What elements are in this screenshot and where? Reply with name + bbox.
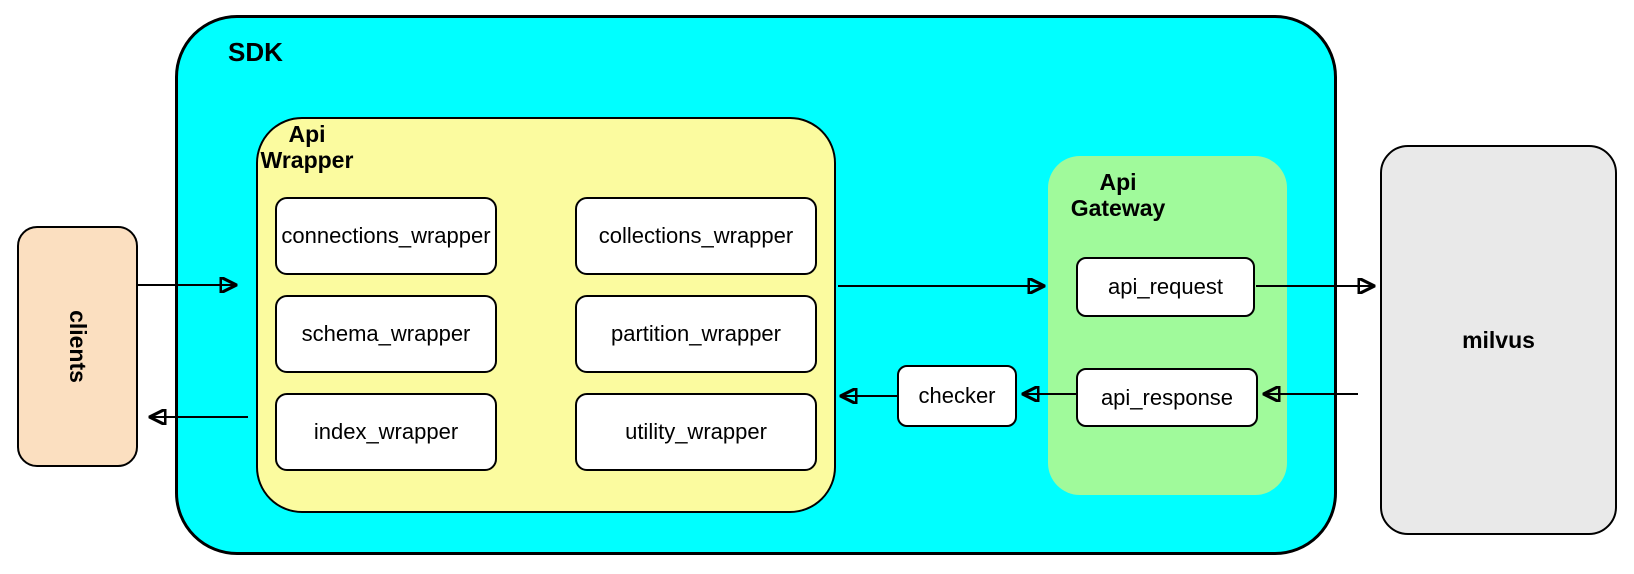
api-request-label: api_request bbox=[1108, 274, 1223, 299]
api-request-node: api_request bbox=[1076, 257, 1255, 317]
utility-wrapper-node: utility_wrapper bbox=[575, 393, 817, 471]
api-response-node: api_response bbox=[1076, 368, 1258, 427]
checker-node: checker bbox=[897, 365, 1017, 427]
index-wrapper-node: index_wrapper bbox=[275, 393, 497, 471]
api-gateway-container bbox=[1048, 156, 1287, 495]
partition-wrapper-node: partition_wrapper bbox=[575, 295, 817, 373]
sdk-label: SDK bbox=[228, 37, 283, 67]
collections-wrapper-node: collections_wrapper bbox=[575, 197, 817, 275]
clients-node: clients bbox=[17, 226, 138, 467]
milvus-label: milvus bbox=[1462, 326, 1535, 353]
schema-wrapper-node: schema_wrapper bbox=[275, 295, 497, 373]
collections-wrapper-label: collections_wrapper bbox=[598, 223, 794, 248]
api-gateway-label: Api Gateway bbox=[1070, 169, 1166, 221]
index-wrapper-label: index_wrapper bbox=[313, 419, 459, 444]
utility-wrapper-label: utility_wrapper bbox=[625, 419, 767, 444]
connections-wrapper-label: connections_wrapper bbox=[281, 223, 491, 248]
partition-wrapper-label: partition_wrapper bbox=[611, 321, 781, 346]
milvus-node: milvus bbox=[1380, 145, 1617, 535]
schema-wrapper-label: schema_wrapper bbox=[301, 321, 471, 346]
api-wrapper-label: Api Wrapper bbox=[260, 121, 354, 173]
checker-label: checker bbox=[918, 383, 996, 408]
clients-label: clients bbox=[65, 310, 91, 383]
api-response-label: api_response bbox=[1100, 384, 1234, 410]
connections-wrapper-node: connections_wrapper bbox=[275, 197, 497, 275]
